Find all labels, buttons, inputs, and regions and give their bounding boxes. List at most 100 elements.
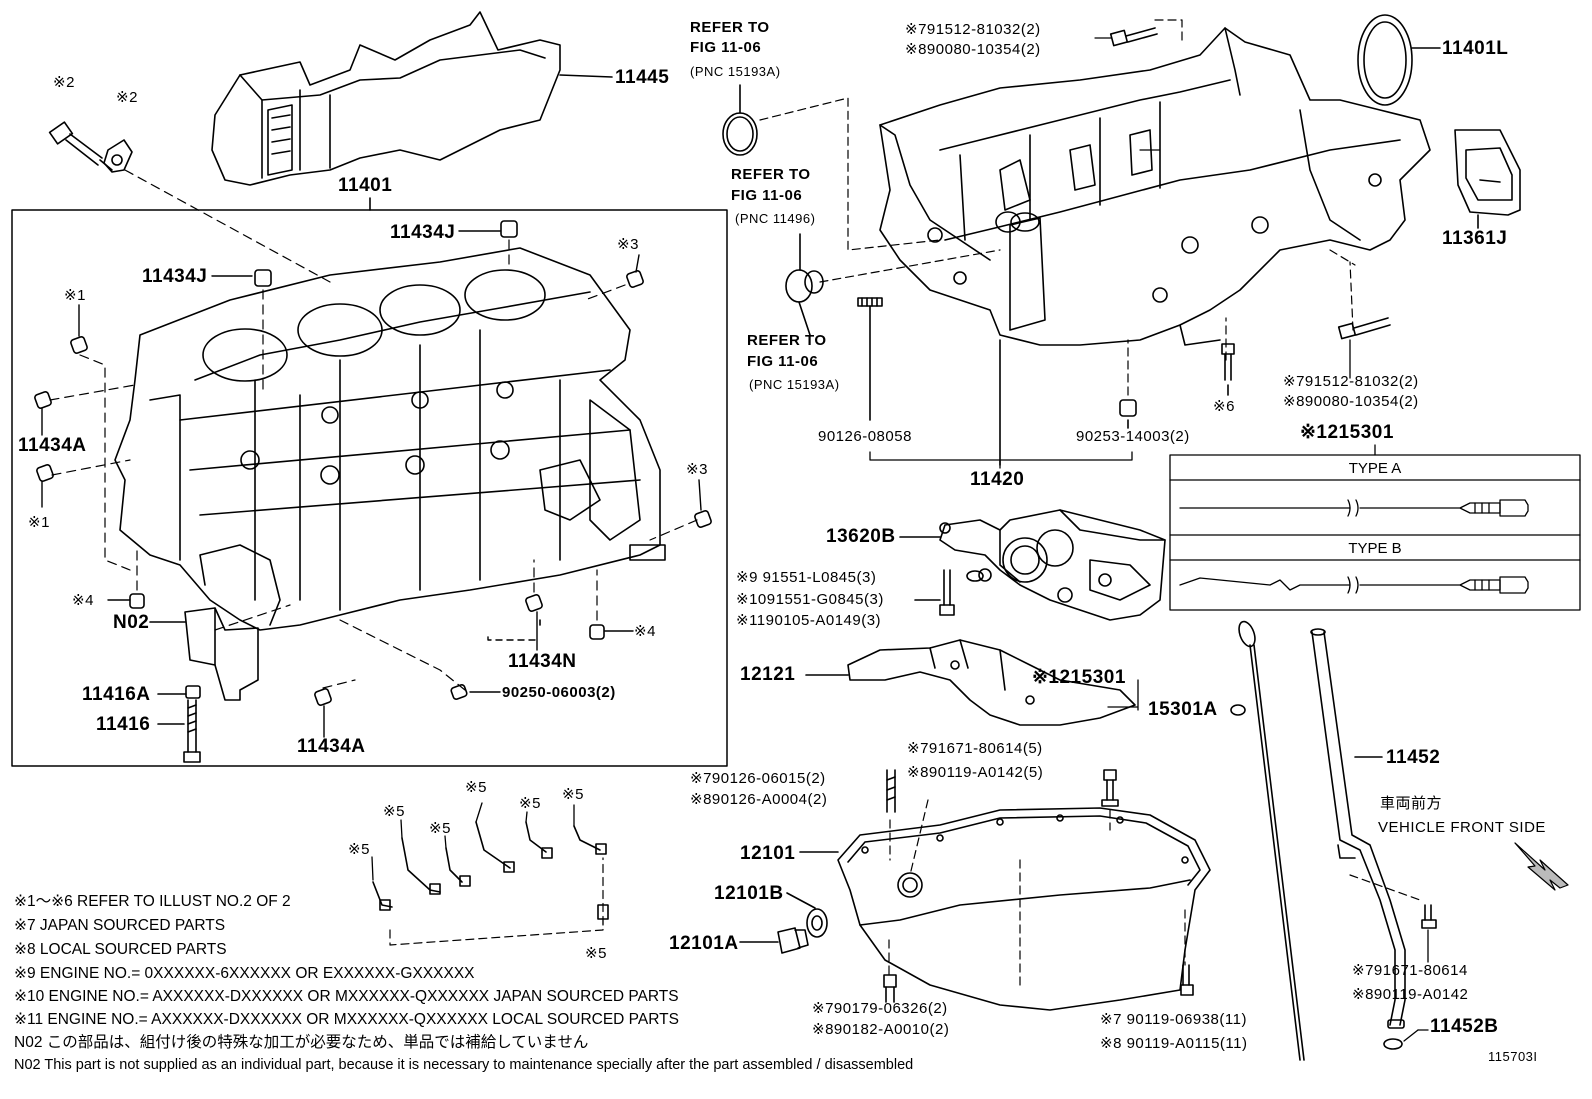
refer-fig: FIG 11-06 — [731, 187, 803, 204]
label-11401: 11401 — [338, 175, 393, 196]
oil-jets — [372, 821, 609, 920]
label-11452: 11452 — [1386, 747, 1441, 768]
bolt-top — [1109, 27, 1158, 47]
label-15301: ※1215301 — [1300, 422, 1394, 443]
dipstick-type-table — [1169, 444, 1581, 611]
dipstick-15301 — [1238, 620, 1305, 1061]
o-ring-15301A — [1230, 704, 1246, 716]
bolt-part-no: ※791671-80614 — [1352, 962, 1468, 979]
label-11434J: 11434J — [142, 266, 208, 287]
mark-6: ※6 — [1213, 398, 1235, 415]
bolt-part-no: ※790126-06015(2) — [690, 770, 826, 787]
footnote: N02 This part is not supplied as an indi… — [14, 1057, 914, 1073]
bolt-11452 — [1421, 904, 1437, 929]
label-11434A: 11434A — [18, 435, 87, 456]
gasket-11361J — [1454, 129, 1521, 229]
crankcase-11420 — [879, 27, 1431, 466]
label-15301A: 15301A — [1148, 699, 1218, 720]
o-ring-11452B — [1383, 1038, 1403, 1050]
label-12121: 12121 — [740, 664, 796, 685]
label-15301: ※1215301 — [1032, 667, 1126, 688]
refer-fig: FIG 11-06 — [690, 39, 762, 56]
bolt-right — [1337, 317, 1391, 340]
label-11434N: 11434N — [508, 651, 577, 672]
label-90126-08058: 90126-08058 — [818, 428, 912, 445]
bolt-11416 — [157, 693, 201, 763]
mark-5: ※5 — [383, 803, 405, 820]
label-n02: N02 — [113, 612, 150, 633]
label-11452B: 11452B — [1430, 1016, 1499, 1037]
illustration-number: 115703I — [1488, 1049, 1538, 1064]
label-11416: 11416 — [96, 714, 151, 735]
seal-11401L — [1357, 14, 1441, 106]
label-12101B: 12101B — [714, 883, 784, 904]
oil-pump-13620B — [899, 509, 1166, 621]
dipstick-guide-11452 — [1310, 628, 1406, 1029]
front-arrow-icon — [1514, 842, 1569, 891]
baffle-plate-12121 — [805, 639, 1136, 726]
footnote: ※11 ENGINE NO.= AXXXXXX-DXXXXXX OR MXXXX… — [14, 1011, 679, 1028]
mark-2: ※2 — [53, 74, 75, 91]
label-12101: 12101 — [740, 843, 796, 864]
footnote: ※1～※6 REFER TO ILLUST NO.2 OF 2 — [14, 893, 291, 910]
mark-4: ※4 — [72, 592, 94, 609]
mark-5: ※5 — [585, 945, 607, 962]
mark-5: ※5 — [465, 779, 487, 796]
mark-1: ※1 — [28, 514, 50, 531]
mark-5: ※5 — [562, 786, 584, 803]
bolt-part-no: ※890119-A0142(5) — [907, 764, 1044, 781]
bolt-part-no: ※8 90119-A0115(11) — [1100, 1035, 1248, 1052]
drain-plug — [739, 892, 828, 954]
refer-pnc: (PNC 15193A) — [749, 377, 840, 392]
bolt-part-no: ※890080-10354(2) — [905, 41, 1041, 58]
bolt-oil-pump — [914, 569, 955, 616]
bolt-90179 — [883, 974, 897, 1003]
bolt-part-no: ※890126-A0004(2) — [690, 791, 828, 808]
label-11434A: 11434A — [297, 736, 366, 757]
bolt-part-no: ※1091551-G0845(3) — [736, 591, 884, 608]
label-11416A: 11416A — [82, 684, 151, 705]
refer-to: REFER TO — [690, 19, 770, 36]
front-side-jp: 車両前方 — [1380, 795, 1443, 812]
type-a-header: TYPE A — [1348, 460, 1402, 477]
label-11445: 11445 — [615, 67, 670, 88]
bolt-91671 — [1101, 769, 1119, 807]
bolt-part-no: ※9 91551-L0845(3) — [736, 569, 877, 586]
pin-90253 — [1119, 399, 1137, 417]
bolt-clip-2 — [48, 121, 133, 173]
mark-5: ※5 — [348, 841, 370, 858]
label-90250: 90250-06003(2) — [502, 684, 616, 701]
bolt-part-no: ※790179-06326(2) — [812, 1000, 948, 1017]
bolt-part-no: ※7 90119-06938(11) — [1100, 1011, 1247, 1028]
label-90253: 90253-14003(2) — [1076, 428, 1190, 445]
dowel-pins — [34, 220, 712, 706]
front-side-en: VEHICLE FRONT SIDE — [1378, 819, 1546, 836]
bolt-part-no: ※890119-A0142 — [1352, 986, 1469, 1003]
refer-to: REFER TO — [747, 332, 827, 349]
bolt-90119-06938 — [1180, 964, 1194, 996]
cylinder-block — [114, 247, 666, 631]
bolt-part-no: ※791512-81032(2) — [905, 21, 1041, 38]
refer-to: REFER TO — [731, 166, 811, 183]
mark-3: ※3 — [686, 461, 708, 478]
bolt-6 — [1221, 343, 1235, 396]
stud-90126-06015 — [886, 769, 896, 813]
footnote: N02 この部品は、組付け後の特殊な加工が必要なため、単品では補給していません — [14, 1034, 589, 1051]
label-11361J: 11361J — [1442, 228, 1508, 249]
bolt-part-no: ※890182-A0010(2) — [812, 1021, 950, 1038]
bearing-cap-n02 — [149, 607, 259, 701]
o-rings — [722, 84, 824, 336]
label-11420: 11420 — [970, 469, 1025, 490]
mark-1: ※1 — [64, 287, 86, 304]
bolt-part-no: ※890080-10354(2) — [1283, 393, 1419, 410]
label-11401L: 11401L — [1442, 38, 1509, 59]
refer-pnc: (PNC 11496) — [735, 211, 816, 226]
bolt-part-no: ※1190105-A0149(3) — [736, 612, 882, 629]
type-b-header: TYPE B — [1348, 540, 1402, 557]
footnote: ※10 ENGINE NO.= AXXXXXX-DXXXXXX OR MXXXX… — [14, 988, 679, 1005]
insulator-11445 — [211, 11, 613, 186]
footnote: ※8 LOCAL SOURCED PARTS — [14, 941, 227, 958]
refer-fig: FIG 11-06 — [747, 353, 819, 370]
